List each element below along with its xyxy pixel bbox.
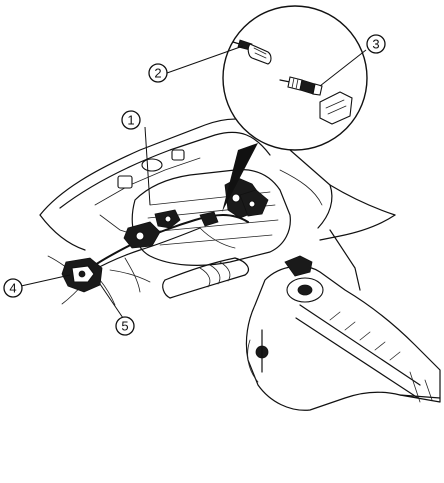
callout-4-label: 4 [9, 281, 16, 296]
intake-hose [162, 257, 249, 299]
callout-1: 1 [121, 110, 141, 130]
callout-4: 4 [3, 278, 23, 298]
leader-lines [20, 45, 367, 319]
connector-4 [61, 257, 103, 293]
magnifier-pointer [222, 143, 258, 212]
callout-2: 2 [148, 63, 168, 83]
detail-magnifier [222, 5, 368, 151]
engine-block [117, 149, 291, 266]
callout-3-label: 3 [372, 37, 379, 52]
callout-2-label: 2 [154, 66, 161, 81]
probe-3-icon [279, 76, 323, 96]
callout-1-label: 1 [127, 113, 134, 128]
wiring-harness [47, 209, 249, 306]
transmission [245, 229, 441, 411]
callout-3: 3 [366, 34, 386, 54]
callout-5: 5 [115, 316, 135, 336]
connector-block-icon [319, 91, 353, 125]
callout-5-label: 5 [121, 319, 128, 334]
sensor-2-icon [232, 39, 272, 65]
chassis-outline [39, 118, 396, 251]
